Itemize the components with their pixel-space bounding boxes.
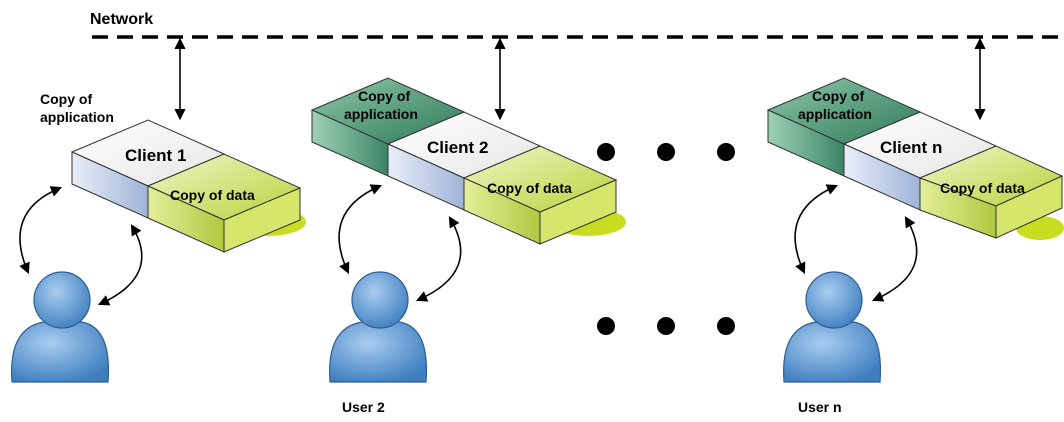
client-group-n: Copy of application Client n Copy of dat… xyxy=(766,37,1064,415)
client-group-2: Copy of application Client 2 Copy of dat… xyxy=(310,37,626,415)
ellipsis-dots-top xyxy=(597,143,735,161)
data-label: Copy of data xyxy=(940,180,1025,196)
app-label-line1: Copy of xyxy=(358,88,410,104)
client-label: Client 1 xyxy=(125,146,186,165)
user-app-arrow xyxy=(794,184,839,275)
network-label: Network xyxy=(90,11,153,28)
app-label-line2: application xyxy=(40,109,114,125)
data-block-front xyxy=(539,179,617,245)
ellipsis-dots-bottom xyxy=(597,317,735,335)
user-app-arrow xyxy=(338,184,383,275)
data-block-front xyxy=(223,187,301,253)
user-data-arrow xyxy=(871,216,918,302)
app-label-line2: application xyxy=(798,106,872,122)
user-app-arrow xyxy=(19,186,63,275)
app-label-line1: Copy of xyxy=(812,88,864,104)
user-icon xyxy=(11,271,110,383)
app-label-line1: Copy of xyxy=(40,91,92,107)
client-label: Client 2 xyxy=(427,138,488,157)
client-group-1: Copy of application Client 1 Copy of dat… xyxy=(11,37,306,383)
user-label: User 2 xyxy=(342,399,385,415)
user-data-arrow xyxy=(97,224,143,306)
client-label: Client n xyxy=(880,138,942,157)
user-label: User n xyxy=(798,399,842,415)
user-icon xyxy=(783,271,882,383)
data-label: Copy of data xyxy=(170,187,255,203)
app-label-line2: application xyxy=(344,106,418,122)
user-data-arrow xyxy=(415,216,462,302)
user-icon xyxy=(329,271,428,383)
data-block-front xyxy=(995,175,1063,239)
data-label: Copy of data xyxy=(487,180,572,196)
